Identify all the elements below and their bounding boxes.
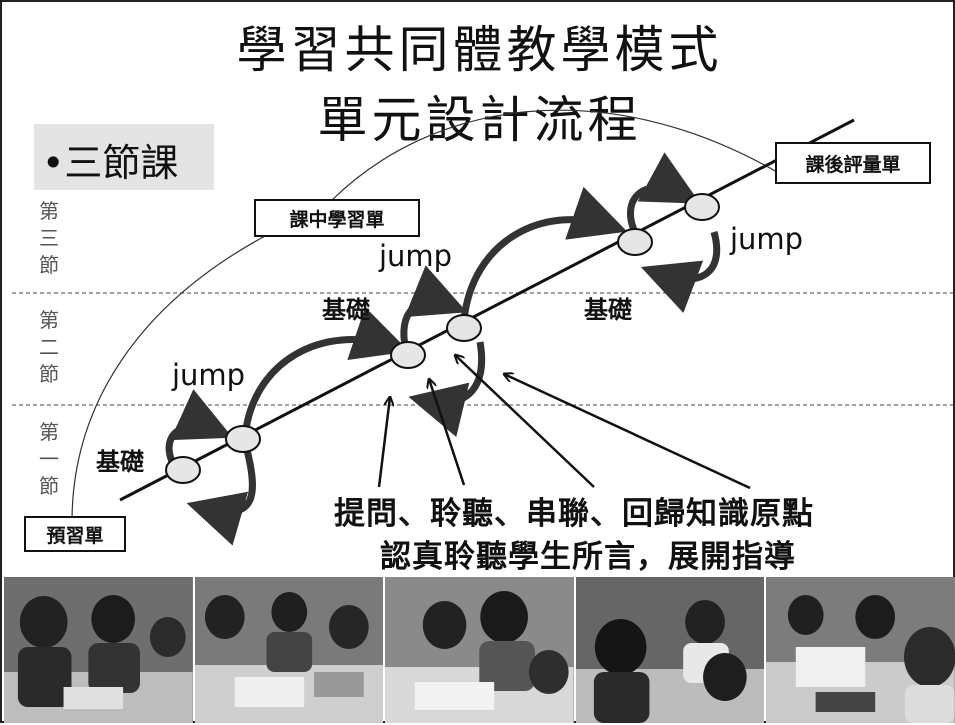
period-label-3: 第三節 [39,199,59,277]
basic-label-1: 基礎 [96,448,144,476]
link-curve-during-after [331,109,778,201]
title-line-1: 學習共同體教學模式 [236,21,723,79]
loop-arrow-2a [400,265,467,351]
basic-label-3: 基礎 [584,296,632,324]
classroom-photo-5 [766,577,955,723]
classroom-photo-icon [385,577,574,723]
teaching-actions-text: 提問、聆聽、串聯、回歸知識原點 [334,496,814,532]
node-3 [390,341,426,369]
classroom-photo-3 [385,577,574,723]
classroom-photo-icon [194,577,384,723]
jump-label-1: jump [172,358,246,392]
pointer-arrow-4 [504,374,751,490]
node-1 [165,456,201,484]
guidance-text: 認真聆聽學生所言，展開指導 [380,539,796,575]
node-6 [684,193,720,221]
classroom-photo-icon [4,577,193,723]
jump-label-2: jump [379,239,453,273]
classroom-photo-icon [766,577,955,723]
period-label-1: 第一節 [39,420,59,498]
period-label-2: 第二節 [39,308,59,386]
node-5 [617,228,653,256]
bullet-highlight [34,124,214,190]
classroom-photo-4 [575,577,765,723]
link-curve-pre-during [71,234,268,523]
loop-arrow-3b [640,231,721,314]
node-4 [446,314,482,342]
photo-strip [4,577,955,723]
basic-label-2: 基礎 [322,296,370,324]
loop-arrow-1a [165,389,233,468]
jump-arrow-1 [241,307,410,438]
loop-arrow-3a [626,152,701,240]
classroom-photo-2 [194,577,384,723]
classroom-photo-1 [4,577,193,723]
pointer-arrow-3 [455,355,595,488]
loop-arrow-1b [186,449,256,546]
after-class-assessment-box: 課後評量單 [775,142,931,184]
jump-arrow-2 [460,186,628,321]
node-2 [225,425,261,453]
jump-label-3: jump [730,222,804,256]
bullet-three-lessons: •三節課 [42,141,179,185]
classroom-photo-icon [575,577,765,723]
pointer-arrow-2 [429,379,466,486]
in-class-worksheet-box: 課中學習單 [254,199,420,237]
preview-worksheet-box: 預習單 [24,516,126,552]
pointer-arrow-1 [377,397,390,488]
